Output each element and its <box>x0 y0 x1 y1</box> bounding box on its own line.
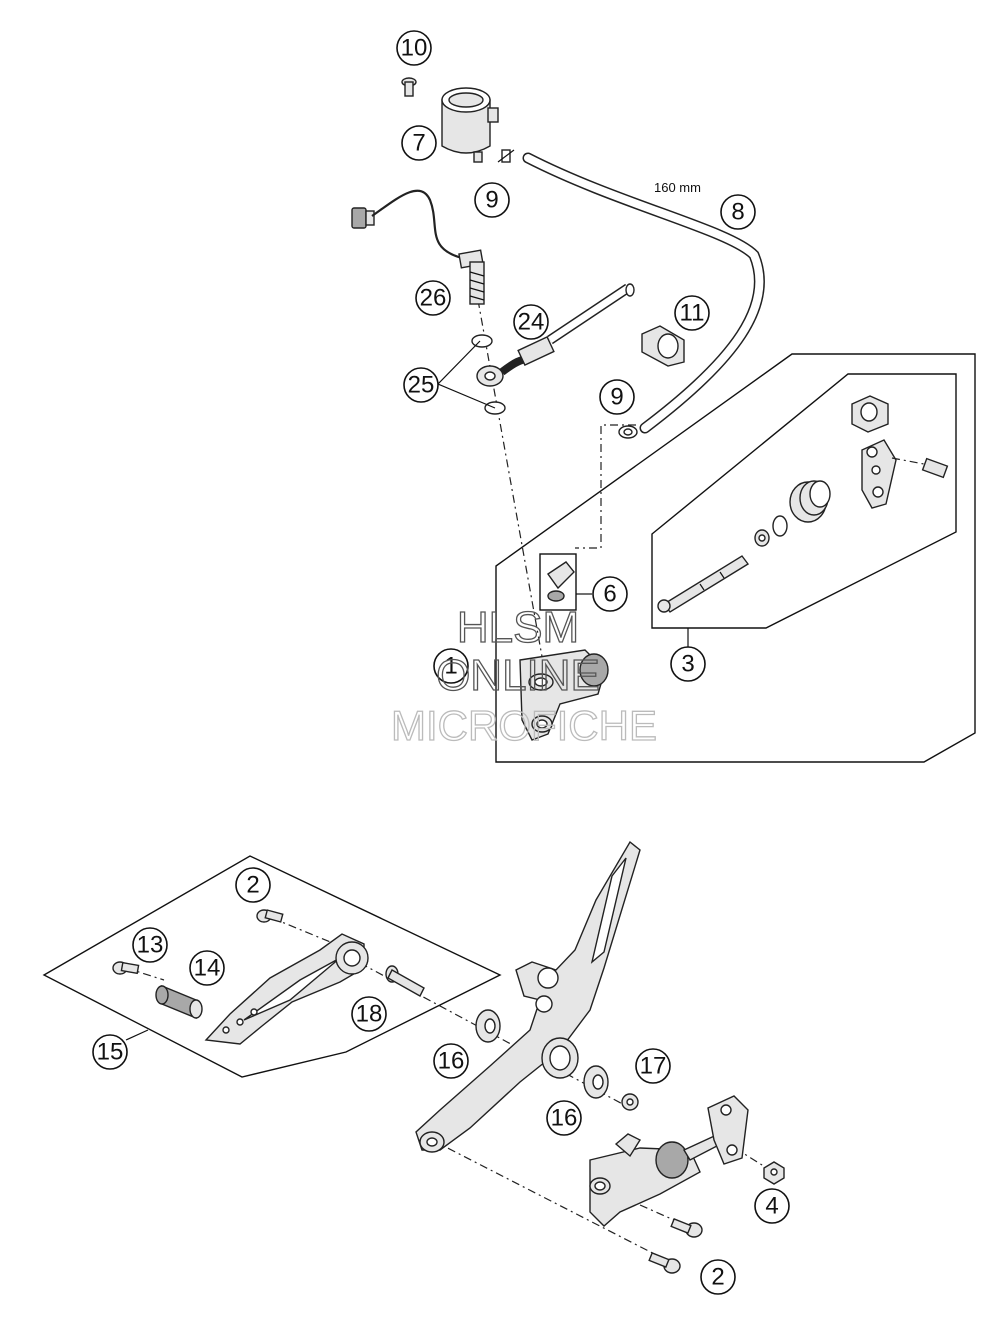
callout-13: 13 <box>132 927 168 963</box>
svg-text:15: 15 <box>97 1039 124 1066</box>
pedal-axle-bolt <box>385 965 425 997</box>
callout-9: 9 <box>474 182 510 218</box>
callout-24: 24 <box>513 304 549 340</box>
dust-boot <box>789 480 831 523</box>
svg-text:14: 14 <box>194 955 221 982</box>
callout-18: 18 <box>351 996 387 1032</box>
mounting-bolt-front <box>670 1218 703 1238</box>
mounting-bolt-rear <box>648 1252 681 1274</box>
clevis-fork <box>861 439 897 509</box>
callout-4: 4 <box>754 1188 790 1224</box>
bearing-front <box>475 1009 501 1043</box>
svg-text:25: 25 <box>408 372 435 399</box>
watermark-line-2: ONLINE <box>436 651 600 700</box>
reservoir-hose <box>522 152 765 434</box>
pedal-plug <box>155 984 203 1020</box>
svg-text:13: 13 <box>137 932 164 959</box>
piston-washer <box>754 529 770 547</box>
callout-7: 7 <box>401 125 437 161</box>
callout-9-lower: 9 <box>599 379 635 415</box>
hose-clamp-upper <box>497 149 515 163</box>
piston-kit-group-outline <box>651 373 957 629</box>
rear-brake-master-cylinder <box>519 649 609 741</box>
watermark-line-3: MICROFICHE <box>391 702 657 749</box>
footrest-bracket <box>415 840 641 1153</box>
master-cylinder-assembly <box>589 1095 749 1227</box>
callout-2: 2 <box>235 867 271 903</box>
callout-11: 11 <box>674 295 710 331</box>
svg-text:18: 18 <box>356 1001 383 1028</box>
svg-text:17: 17 <box>640 1053 667 1080</box>
callout-3: 3 <box>670 646 706 682</box>
callout-14: 14 <box>189 950 225 986</box>
svg-text:16: 16 <box>551 1105 578 1132</box>
plug-bolt <box>112 961 140 975</box>
reservoir-screw <box>401 77 417 97</box>
svg-text:4: 4 <box>765 1193 778 1220</box>
circlip <box>772 515 788 537</box>
svg-text:8: 8 <box>731 199 744 226</box>
brake-line <box>476 283 635 387</box>
callout-16-lower: 16 <box>546 1100 582 1136</box>
callout-26: 26 <box>415 280 451 316</box>
svg-text:7: 7 <box>412 130 425 157</box>
leader-15 <box>125 1029 149 1041</box>
svg-text:11: 11 <box>680 300 705 327</box>
svg-text:16: 16 <box>438 1048 465 1075</box>
svg-text:1: 1 <box>444 653 457 680</box>
assembly-line-lower-bolt <box>431 1139 671 1263</box>
hose-length-label: 160 mm <box>654 180 701 195</box>
svg-text:24: 24 <box>518 309 545 336</box>
hose-clamp-lower <box>618 425 638 439</box>
assembly-line-pedal-bolt <box>271 917 341 947</box>
svg-text:2: 2 <box>246 872 259 899</box>
brake-light-switch <box>351 189 485 305</box>
push-rod <box>657 555 750 613</box>
brake-light-bracket-clip <box>851 395 889 433</box>
brake-pedal <box>204 933 369 1045</box>
sealing-washer-upper <box>471 334 493 348</box>
callout-2-lower: 2 <box>700 1259 736 1295</box>
svg-text:9: 9 <box>485 187 498 214</box>
spacer-bushing <box>621 1093 639 1111</box>
clevis-pin <box>891 457 949 479</box>
hose-fitting <box>539 553 577 611</box>
svg-text:9: 9 <box>610 384 623 411</box>
assembly-line-reservoir-hose <box>575 424 636 549</box>
callout-8: 8 <box>720 194 756 230</box>
callout-15: 15 <box>92 1034 128 1070</box>
bearing-rear <box>583 1065 609 1099</box>
callout-25: 25 <box>403 367 439 403</box>
lock-nut <box>763 1161 785 1185</box>
callout-1: 1 <box>433 648 469 684</box>
watermark-line-1: HLSM <box>457 603 579 652</box>
callout-6: 6 <box>592 576 628 612</box>
pedal-bolt <box>256 909 284 923</box>
master-cylinder-group-outline <box>495 353 976 763</box>
svg-text:26: 26 <box>420 285 447 312</box>
brake-fluid-reservoir <box>441 87 499 163</box>
svg-text:2: 2 <box>711 1264 724 1291</box>
callout-10: 10 <box>396 30 432 66</box>
hose-clip <box>641 325 685 367</box>
callout-17: 17 <box>635 1048 671 1084</box>
assembly-line-banjo-bolt <box>477 299 549 691</box>
svg-text:6: 6 <box>603 581 616 608</box>
svg-text:10: 10 <box>401 35 428 62</box>
svg-text:3: 3 <box>681 651 694 678</box>
callout-16: 16 <box>433 1043 469 1079</box>
brake-pedal-group-outline <box>42 855 502 1078</box>
